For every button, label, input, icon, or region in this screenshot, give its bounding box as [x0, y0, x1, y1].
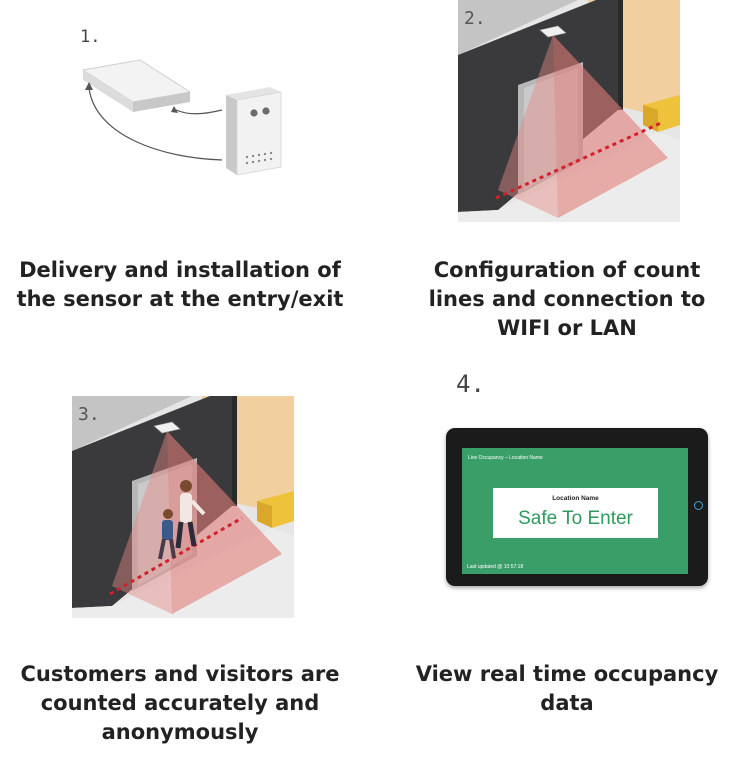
step-caption: Configuration of count lines and connect… [428, 258, 706, 340]
child-figure [158, 509, 176, 560]
screen-top-bar [462, 443, 688, 448]
screen-header: Live Occupancy – Location Name [468, 455, 543, 461]
mounting-plate-icon [81, 59, 192, 112]
step-number: 3. [78, 404, 100, 425]
step-1: 1. Delivery and installation of the sens [0, 0, 378, 360]
step-4: 4. Live Occupancy – Location Name Locati… [378, 360, 756, 762]
step-2: 2. Configuration of count lines and conn… [378, 0, 756, 360]
step-caption: View real time occupancy data [415, 662, 719, 715]
step-caption: Customers and visitors are counted accur… [20, 662, 340, 744]
location-name: Location Name [552, 495, 599, 502]
adult-figure [175, 480, 206, 549]
count-line-icon [109, 516, 243, 596]
tablet-device: Live Occupancy – Location Name Location … [446, 428, 708, 586]
last-updated: Last updated @ 10:57:18 [467, 564, 524, 570]
home-button-icon[interactable] [694, 501, 703, 510]
step-number: 4. [456, 370, 485, 398]
status-card: Location Name Safe To Enter [493, 488, 658, 538]
step-caption: Delivery and installation of the sensor … [16, 258, 344, 311]
sensor-installation-illustration [81, 59, 282, 176]
step-3: 3. Customers and visitors are counted ac… [0, 360, 378, 762]
configuration-illustration [458, 0, 680, 222]
sensor-device-icon [226, 87, 282, 176]
counting-illustration [72, 396, 294, 618]
tablet-screen: Live Occupancy – Location Name Location … [462, 443, 688, 574]
step-number: 1. [80, 27, 101, 47]
count-line-icon [495, 120, 664, 200]
step-number: 2. [464, 8, 486, 29]
status-text: Safe To Enter [518, 508, 633, 529]
